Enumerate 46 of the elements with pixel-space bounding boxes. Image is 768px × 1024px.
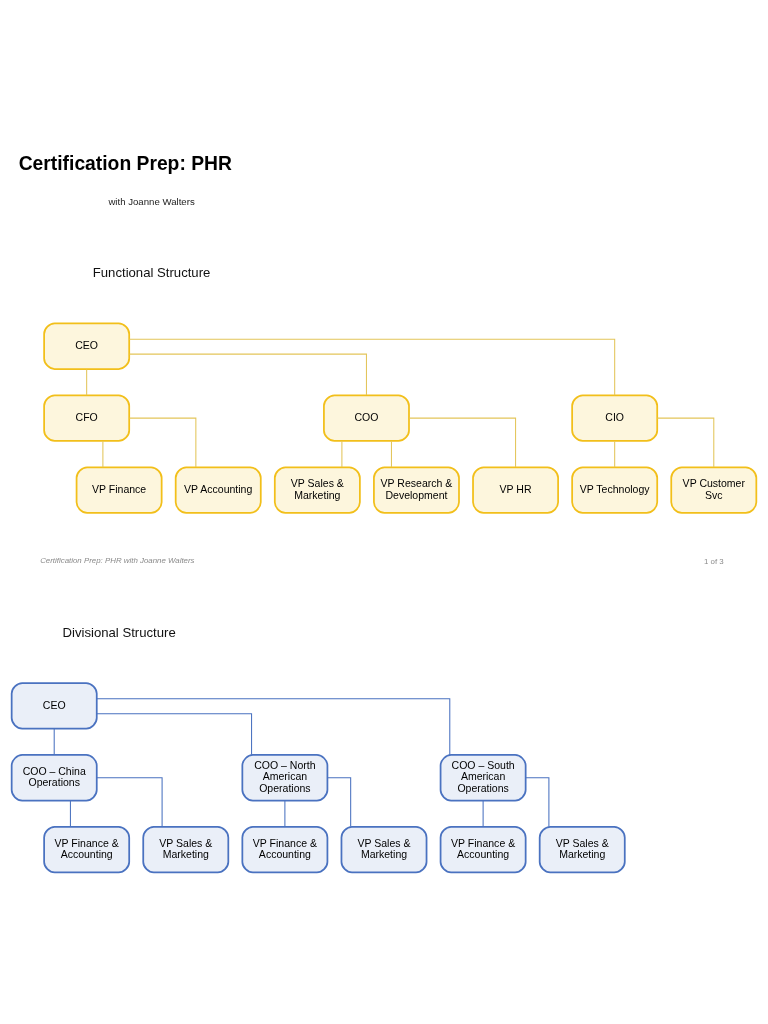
node-box: VP Research & Development	[373, 466, 460, 514]
node-box: COO – South American Operations	[439, 754, 527, 802]
label: with Joanne Walters	[108, 195, 195, 207]
connector	[327, 777, 352, 828]
connector	[656, 417, 715, 468]
connector	[525, 777, 550, 828]
connector	[614, 440, 616, 468]
connector	[284, 800, 286, 828]
node-box: COO	[323, 394, 410, 442]
connector	[96, 777, 163, 828]
label: 1 of 3	[703, 556, 724, 566]
node-box: VP HR	[472, 466, 559, 514]
node-box: COO – North American Operations	[241, 754, 329, 802]
node-box: CEO	[10, 682, 98, 730]
connector	[53, 728, 55, 756]
node-box: VP Sales & Marketing	[142, 826, 230, 874]
node-box: VP Sales & Marketing	[340, 826, 428, 874]
node-box: CFO	[43, 394, 131, 442]
connector	[390, 440, 392, 468]
node-box: VP Technology	[571, 466, 659, 514]
connector	[96, 698, 451, 756]
label: Divisional Structure	[62, 624, 176, 640]
connector	[128, 338, 616, 396]
connector	[69, 800, 71, 828]
connector	[408, 417, 517, 468]
diagram-title: Certification Prep: PHR	[18, 152, 232, 174]
label: Functional Structure	[92, 265, 211, 281]
node-box: VP Finance & Accounting	[439, 826, 527, 874]
node-box: VP Finance & Accounting	[43, 826, 131, 874]
connector	[482, 800, 484, 828]
node-box: CEO	[43, 322, 131, 370]
node-box: VP Customer Svc	[670, 466, 758, 514]
node-box: VP Finance & Accounting	[241, 826, 329, 874]
node-box: CIO	[571, 394, 659, 442]
connector	[102, 440, 104, 468]
connector	[86, 368, 88, 396]
label: Certification Prep: PHR with Joanne Walters	[40, 556, 195, 566]
connector	[341, 440, 343, 468]
node-box: VP Accounting	[174, 466, 262, 514]
node-box: VP Finance	[75, 466, 163, 514]
connector	[129, 417, 197, 468]
node-box: COO – China Operations	[10, 754, 98, 802]
node-box: VP Sales & Marketing	[273, 466, 361, 514]
connector	[128, 353, 367, 396]
connector	[96, 713, 253, 756]
node-box: VP Sales & Marketing	[538, 826, 626, 874]
